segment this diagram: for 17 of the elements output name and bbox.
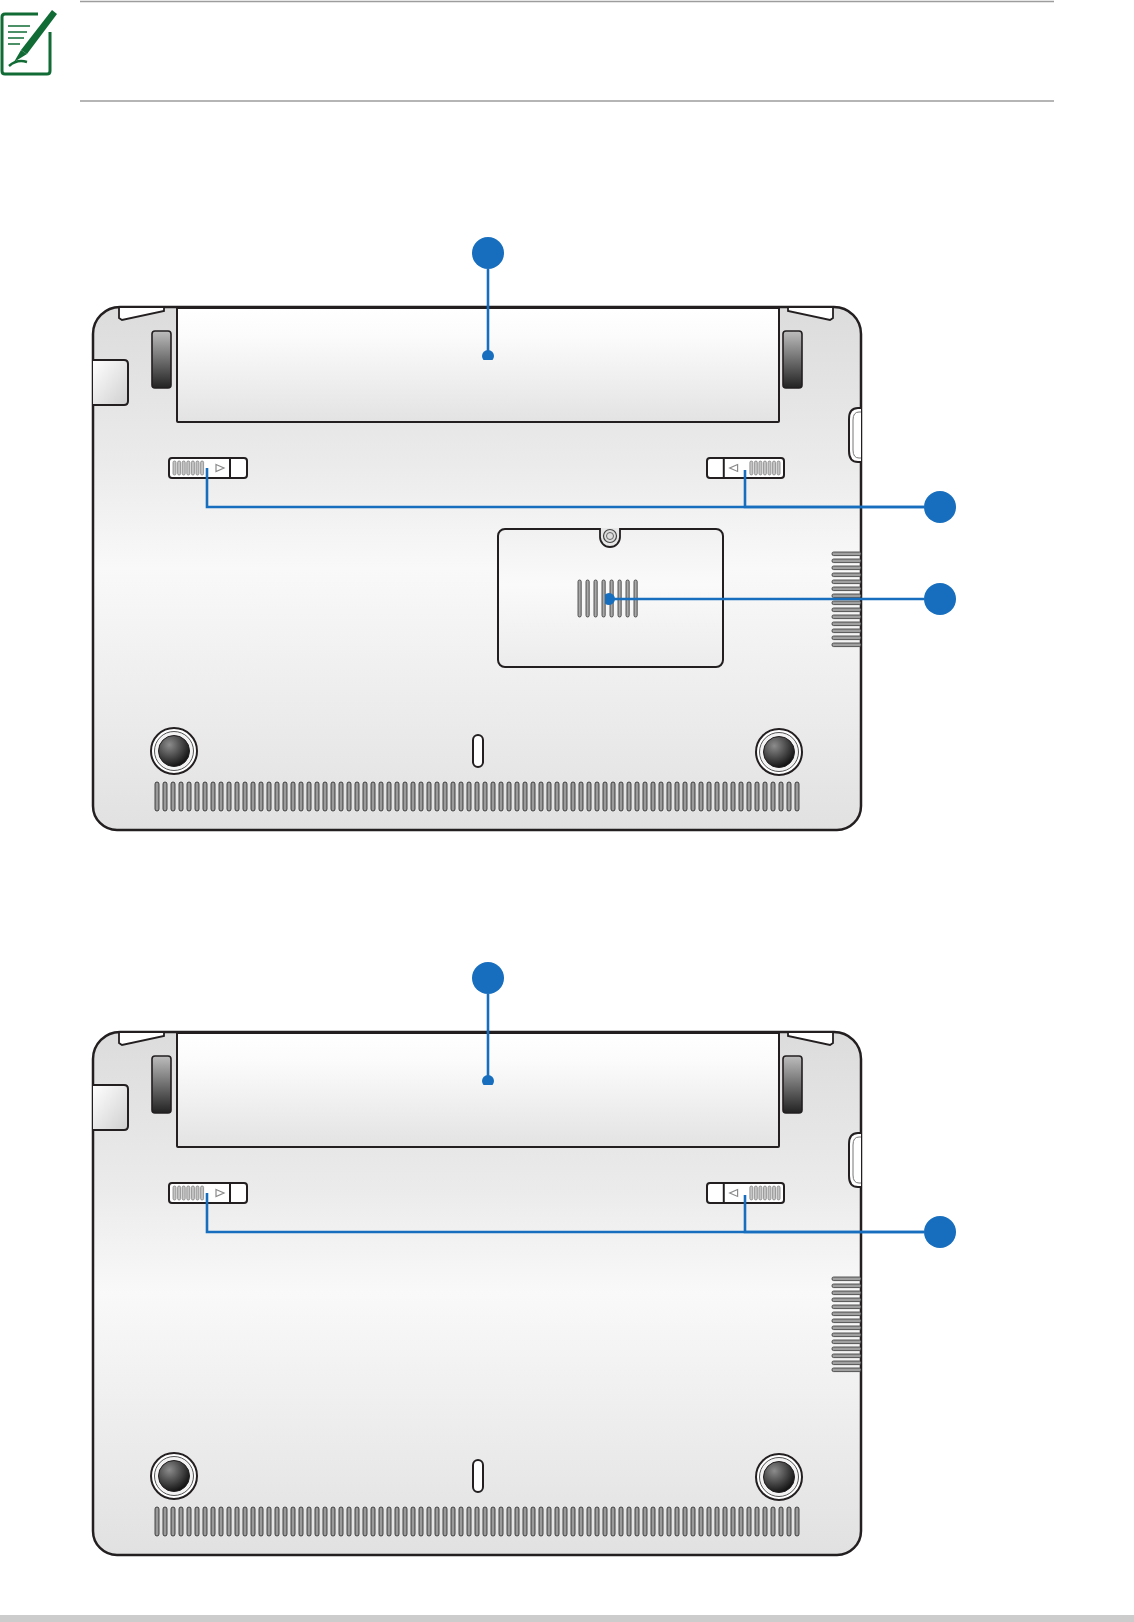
callout-marker: [924, 583, 956, 615]
leader-line: [743, 1195, 924, 1234]
compartment-cover: [497, 528, 724, 668]
leader-line: [603, 593, 924, 605]
battery: [176, 1032, 780, 1148]
battery: [176, 307, 780, 423]
leader-line: [743, 470, 924, 509]
callout-marker: [924, 491, 956, 523]
battery-latch: [706, 457, 785, 479]
leader-line: [482, 269, 494, 362]
battery-latch: [168, 457, 248, 479]
callout-marker: [472, 237, 504, 269]
battery-latch: [168, 1182, 248, 1204]
callout-marker: [924, 1216, 956, 1248]
callout-marker: [472, 962, 504, 994]
battery-latch: [706, 1182, 785, 1204]
leader-line: [482, 994, 494, 1087]
